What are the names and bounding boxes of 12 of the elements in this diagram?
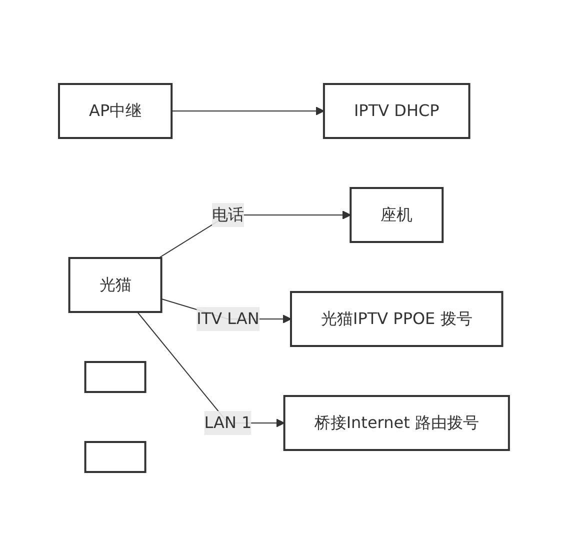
node-box: 座机 xyxy=(349,186,444,242)
node-box: 光猫IPTV PPOE 拨号 xyxy=(290,290,503,346)
arrow xyxy=(170,106,324,115)
node-box: IPTV DHCP xyxy=(322,82,470,138)
edge-label: 电话 xyxy=(211,204,244,224)
edge-label: LAN 1 xyxy=(204,412,252,432)
edge-label: ITV LAN xyxy=(196,308,259,328)
node-box: AP中继 xyxy=(58,82,172,138)
node-box xyxy=(84,360,146,392)
node-box: 光猫 xyxy=(68,256,162,312)
node-box xyxy=(84,440,146,472)
node-box: 桥接Internet 路由拨号 xyxy=(282,394,510,450)
